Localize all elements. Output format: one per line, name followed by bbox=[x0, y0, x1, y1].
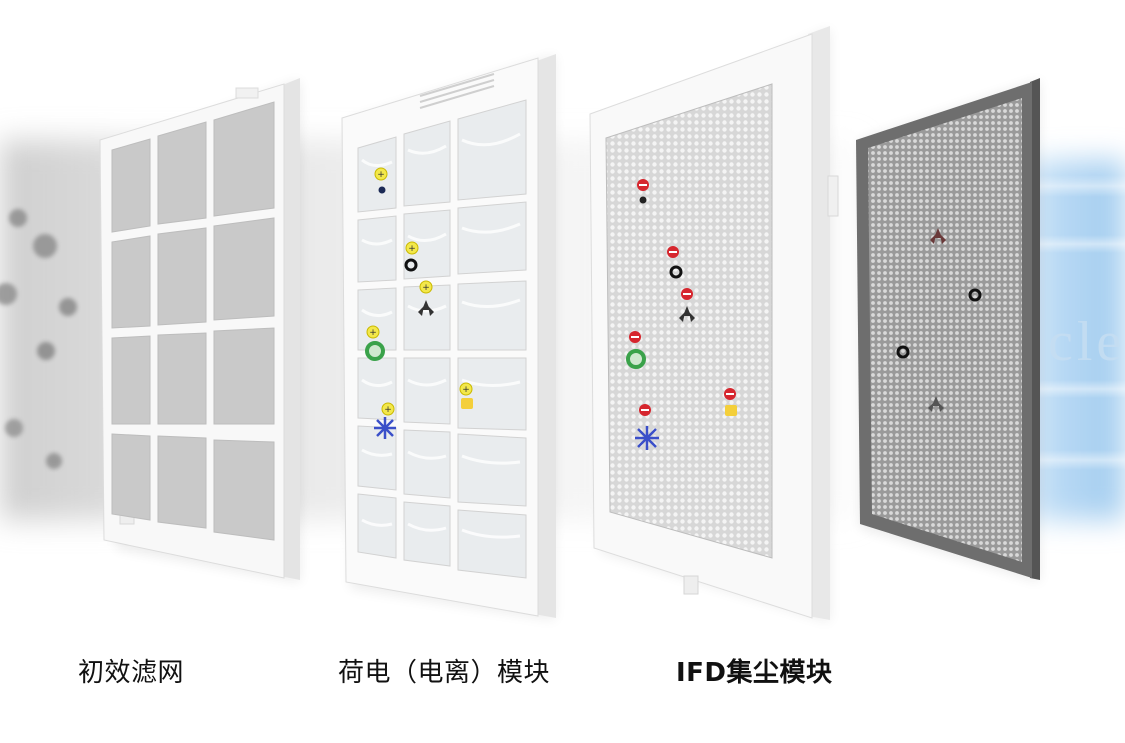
ring-particle-icon bbox=[626, 349, 646, 369]
plus-sign-icon: + bbox=[381, 402, 395, 416]
plus-sign-icon: + bbox=[366, 325, 380, 339]
square-particle-icon bbox=[461, 398, 473, 409]
trefoil-particle-icon bbox=[928, 396, 944, 412]
ifd-collector-panel bbox=[589, 26, 839, 622]
svg-text:+: + bbox=[462, 385, 470, 395]
minus-sign-icon bbox=[637, 179, 649, 191]
vent-slots bbox=[419, 73, 495, 109]
minus-sign-icon bbox=[681, 288, 693, 300]
ring-particle-icon bbox=[968, 288, 982, 302]
star-particle-icon bbox=[374, 417, 396, 439]
minus-sign-icon bbox=[724, 388, 736, 400]
positive-charged-particles: + + + + + bbox=[365, 167, 473, 439]
ring-particle-icon bbox=[365, 341, 385, 361]
plus-sign-icon: + bbox=[419, 280, 433, 294]
svg-text:+: + bbox=[377, 170, 385, 180]
caption-ifd-collector: IFD集尘模块 bbox=[676, 658, 833, 688]
ionizer-module-panel bbox=[341, 54, 556, 620]
ring-particle-icon bbox=[404, 258, 418, 272]
clean-air-watermark: cle bbox=[1048, 311, 1125, 373]
square-particle-icon bbox=[725, 405, 737, 416]
captured-particles bbox=[896, 228, 982, 412]
final-filter-panel bbox=[856, 78, 1040, 582]
svg-text:+: + bbox=[422, 283, 430, 293]
minus-sign-icon bbox=[639, 404, 651, 416]
svg-text:+: + bbox=[384, 405, 392, 415]
plus-sign-icon: + bbox=[459, 382, 473, 396]
caption-ionizer-module: 荷电（电离）模块 bbox=[338, 658, 551, 688]
trefoil-particle-icon bbox=[418, 300, 434, 316]
caption-pre-filter: 初效滤网 bbox=[78, 658, 185, 688]
dot-particle-icon bbox=[639, 196, 647, 204]
svg-text:+: + bbox=[369, 328, 377, 338]
ring-particle-icon bbox=[669, 265, 683, 279]
ring-particle-icon bbox=[896, 345, 910, 359]
plus-sign-icon: + bbox=[405, 241, 419, 255]
minus-sign-icon bbox=[667, 246, 679, 258]
plus-sign-icon: + bbox=[374, 167, 388, 181]
trefoil-particle-icon bbox=[679, 306, 695, 322]
star-particle-icon bbox=[635, 426, 659, 450]
negative-charged-particles bbox=[626, 179, 737, 450]
pre-filter-panel bbox=[99, 78, 300, 582]
dot-particle-icon bbox=[378, 186, 386, 194]
minus-sign-icon bbox=[629, 331, 641, 343]
trefoil-particle-icon bbox=[930, 228, 946, 244]
svg-text:+: + bbox=[408, 244, 416, 254]
dust-particles bbox=[0, 209, 77, 469]
